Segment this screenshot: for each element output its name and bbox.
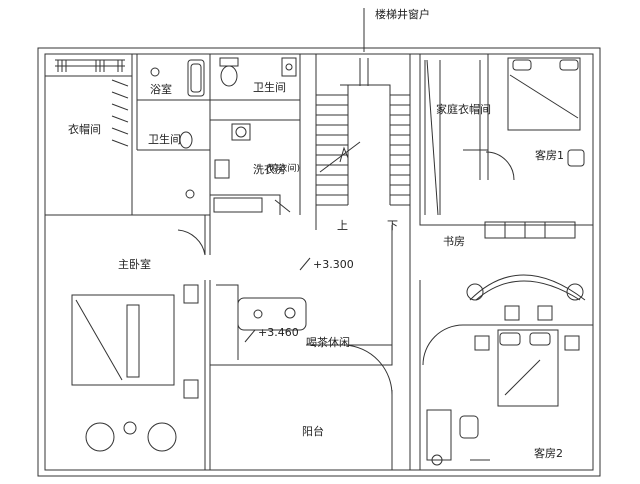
walk-in-closet-walls — [45, 54, 138, 216]
balcony-label: 阳台 — [302, 425, 324, 438]
family-closet-label: 家庭衣帽间 — [436, 103, 491, 116]
balcony-walls — [209, 225, 411, 470]
guest-room-1-walls — [419, 54, 593, 226]
stair-window-label: 楼梯井窗户 — [375, 8, 430, 21]
laundry-sub-label: (晾衣间) — [266, 164, 301, 174]
walk-in-closet-label: 衣帽间 — [68, 123, 101, 136]
stairs-up-label: 上 — [337, 219, 348, 232]
bathroom-left-label: 卫生间 — [148, 133, 181, 146]
master-bedroom-walls — [44, 215, 393, 470]
shower-room-label: 浴室 — [150, 83, 172, 96]
guest-room-1-label: 客房1 — [535, 149, 564, 162]
guest-room-2-walls — [419, 280, 593, 470]
master-bedroom-label: 主卧室 — [118, 258, 151, 271]
study-furniture — [466, 221, 586, 321]
stairs-down-label: 下 — [387, 219, 398, 232]
bathroom-upper-label: 卫生间 — [253, 81, 286, 94]
tea-lounge-label: 喝茶休闲 — [306, 336, 350, 349]
level-tea-label: +3.460 — [258, 326, 299, 339]
laundry-label: 洗衣房 — [253, 163, 286, 176]
study-label: 书房 — [443, 235, 465, 248]
level-main-label: +3.300 — [313, 258, 354, 271]
stair-core — [299, 8, 421, 230]
guest-room-2-label: 客房2 — [534, 447, 563, 460]
